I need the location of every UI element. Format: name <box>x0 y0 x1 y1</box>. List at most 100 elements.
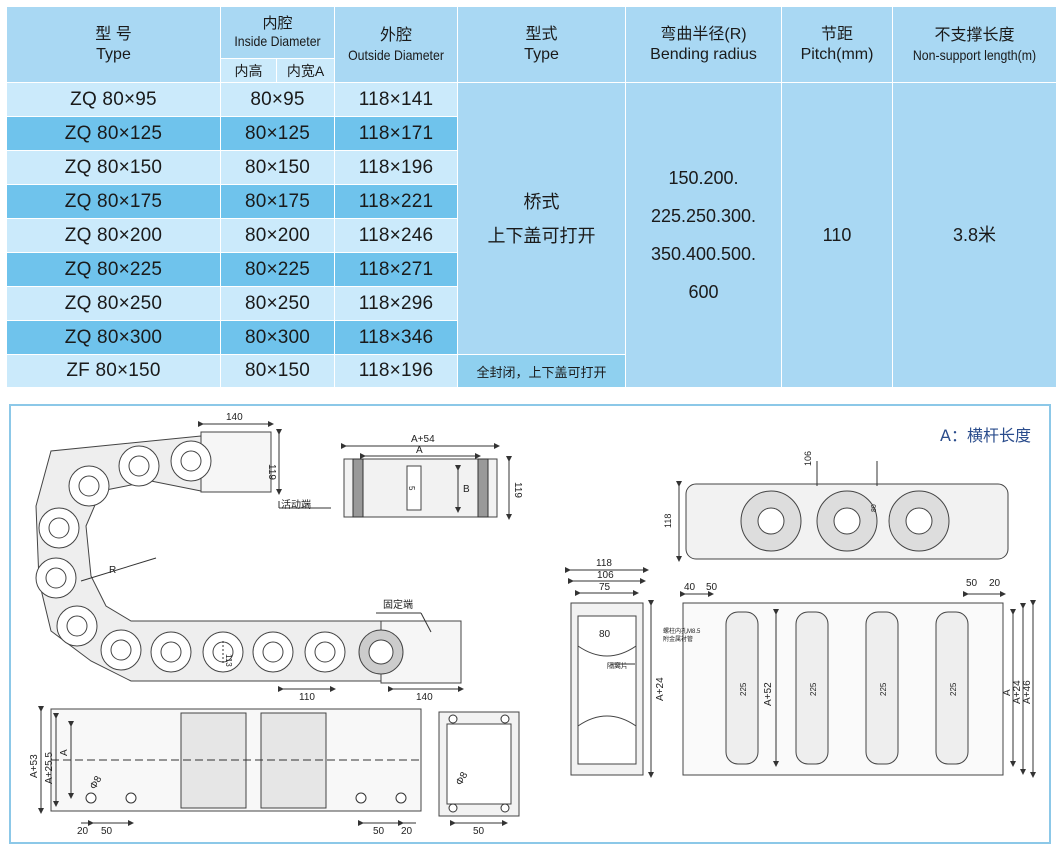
cell-outside: 118×346 <box>334 320 459 355</box>
bolt-note-2: 附金属衬管 <box>663 635 693 643</box>
dim-20-br: 20 <box>401 826 413 837</box>
dim-b: B <box>463 484 470 495</box>
header-outside-en: Outside Diameter <box>348 46 444 63</box>
cell-inside: 80×300 <box>219 320 336 355</box>
cell-model: ZQ 80×300 <box>6 320 221 355</box>
header-pitch-cn: 节距 <box>821 25 854 43</box>
cell-inside: 80×175 <box>219 184 336 219</box>
dim-50-r: 50 <box>966 578 978 589</box>
table-row: ZQ 80×225 80×225 118×271 <box>6 252 1057 287</box>
dimension-note: A：横杆长度 <box>940 426 1031 445</box>
cell-outside: 118×171 <box>334 116 459 151</box>
cell-inside: 80×200 <box>219 218 336 253</box>
dim-40: 40 <box>684 582 696 593</box>
header-nonsupport: 不支撑长度 Non-support length(m) <box>892 6 1058 83</box>
header-nonsupport-en: Non-support length(m) <box>912 46 1037 63</box>
cell-nonsupport: 3.8米 <box>892 82 1058 388</box>
header-outside: 外腔 Outside Diameter <box>334 6 459 83</box>
movable-end-label: 活动端 <box>281 498 311 511</box>
type-bridge-line1: 桥式 <box>523 191 560 212</box>
cell-pitch: 110 <box>781 82 894 388</box>
cell-outside: 118×196 <box>334 354 459 388</box>
cell-model: ZF 80×150 <box>6 354 221 388</box>
cell-model: ZQ 80×250 <box>6 286 221 321</box>
dim-a24-mid: A+24 <box>655 677 666 701</box>
header-pitch-en: Pitch(mm) <box>800 45 874 63</box>
dim-50-l: 50 <box>706 582 718 593</box>
dim-a-right: A <box>1002 689 1013 696</box>
cell-model: ZQ 80×95 <box>6 82 221 117</box>
dim-118-side: 118 <box>663 514 673 528</box>
drawing-panel: A：横杆长度 <box>9 404 1051 844</box>
bar-225-label: 225 <box>809 682 818 696</box>
dim-5: 5 <box>407 486 416 491</box>
cell-inside: 80×250 <box>219 286 336 321</box>
header-nonsupport-cn: 不支撑长度 <box>934 26 1015 44</box>
bar-225-label: 225 <box>739 682 748 696</box>
cell-inside: 80×95 <box>219 82 336 117</box>
dim-a-left: A <box>59 749 70 756</box>
header-radius-en: Bending radius <box>650 45 757 63</box>
cell-radius: 150.200. 225.250.300. 350.400.500. 600 <box>625 82 783 388</box>
type-bridge-line2: 上下盖可打开 <box>487 225 596 246</box>
dim-50-small: 50 <box>473 826 485 837</box>
dim-a: A <box>416 445 423 456</box>
spec-table: 型 号 Type 内腔 Inside Diameter 外腔 Outside D… <box>6 6 1058 388</box>
cell-inside: 80×150 <box>219 150 336 185</box>
chain-top-view <box>38 706 422 826</box>
header-type-en: Type <box>524 45 559 63</box>
header-model-en: Type <box>96 45 131 63</box>
cell-model: ZQ 80×150 <box>6 150 221 185</box>
table-row: ZQ 80×300 80×300 118×346 <box>6 320 1057 355</box>
header-inside: 内腔 Inside Diameter <box>219 6 336 59</box>
cell-inside: 80×225 <box>219 252 336 287</box>
cross-section-view <box>341 443 512 520</box>
table-row: ZQ 80×125 80×125 118×171 <box>6 116 1057 151</box>
radius-line: 225.250.300. <box>650 206 757 226</box>
header-radius-cn: 弯曲半径(R) <box>660 25 747 43</box>
cell-outside: 118×246 <box>334 218 459 253</box>
header-pitch: 节距 Pitch(mm) <box>781 6 894 83</box>
table-row: ZF 80×150 80×150 118×196 全封闭，上下盖可打开 <box>6 354 1057 388</box>
dim-118: 118 <box>596 558 612 569</box>
cell-outside: 118×271 <box>334 252 459 287</box>
dim-50-br: 50 <box>373 826 385 837</box>
technical-drawing: 140 119 活动端 R 固定端 113 110 140 A+54 A B 5… <box>29 412 1036 837</box>
radius-line: 150.200. <box>668 168 739 188</box>
dim-106: 106 <box>803 451 813 466</box>
dim-a53: A+53 <box>29 754 40 778</box>
dim-a24-right: A+24 <box>1012 680 1023 704</box>
cell-type-closed: 全封闭，上下盖可打开 <box>457 354 627 388</box>
dim-110: 110 <box>299 692 315 703</box>
header-model-cn: 型 号 <box>95 25 132 43</box>
dim-80-c: 80 <box>871 504 878 512</box>
dim-75: 75 <box>599 582 611 593</box>
dim-a25-5: A+25.5 <box>44 752 55 784</box>
header-type: 型式 Type <box>457 6 627 83</box>
dim-a52: A+52 <box>763 682 774 706</box>
radius-label: R <box>109 565 116 576</box>
radius-line: 600 <box>688 282 719 302</box>
divider-note: 隔离片 <box>607 661 628 670</box>
header-type-cn: 型式 <box>525 25 558 43</box>
table-row: ZQ 80×95 80×95 118×141 桥式 上下盖可打开 150.200… <box>6 82 1058 388</box>
bolt-note-1: 螺柱内孔M8.5 <box>663 627 701 635</box>
header-outside-cn: 外腔 <box>380 26 413 44</box>
chain-plan-view <box>680 591 1036 778</box>
dim-50-bl: 50 <box>101 826 113 837</box>
header-inside-height: 内高 <box>220 58 277 83</box>
chain-side-view <box>35 421 464 692</box>
cell-inside: 80×150 <box>219 354 336 388</box>
dim-113: 113 <box>224 654 233 667</box>
dim-a54: A+54 <box>411 434 435 445</box>
dim-140-bottom: 140 <box>416 692 433 703</box>
dim-a46: A+46 <box>1022 680 1033 704</box>
dim-20-bl: 20 <box>77 826 89 837</box>
cell-outside: 118×221 <box>334 184 459 219</box>
table-row: ZQ 80×250 80×250 118×296 <box>6 286 1057 321</box>
dim-80: 80 <box>599 629 611 640</box>
dim-119-side: 119 <box>512 482 523 498</box>
table-row: ZQ 80×200 80×200 118×246 <box>6 218 1057 253</box>
table-row: ZQ 80×150 80×150 118×196 <box>6 150 1057 185</box>
cell-model: ZQ 80×125 <box>6 116 221 151</box>
